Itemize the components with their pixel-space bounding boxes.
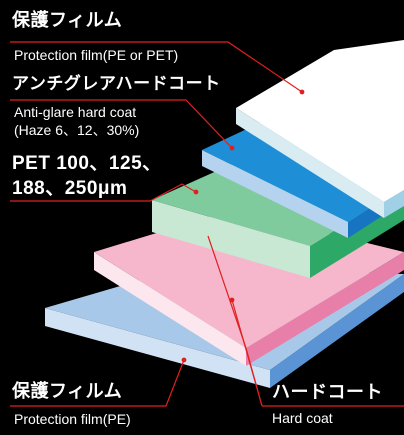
hard-coat-title-jp: ハードコート bbox=[272, 382, 383, 403]
pet-title-line1: PET 100、125、 bbox=[12, 153, 162, 174]
bottom-film-front-side bbox=[45, 308, 270, 388]
leader-top-film bbox=[10, 41, 303, 93]
pet-front-side bbox=[152, 200, 310, 278]
anti-glare-desc-line2: (Haze 6、12、30%) bbox=[14, 122, 140, 138]
leader-hard-coat-lower bbox=[231, 299, 263, 407]
leader-top-film-dot bbox=[299, 89, 305, 95]
leader-pet bbox=[10, 183, 197, 202]
leader-anti-glare-dot bbox=[229, 145, 235, 151]
top-film-front-side bbox=[236, 108, 384, 218]
top-film-title-jp: 保護フィルム bbox=[12, 10, 123, 31]
leader-bottom-film-dot bbox=[181, 357, 187, 363]
anti-glare-desc-line1: Anti-glare hard coat bbox=[14, 104, 137, 120]
top-film-top-face bbox=[236, 40, 404, 202]
leader-anti-glare bbox=[10, 99, 233, 149]
leader-hard-coat-dot bbox=[229, 297, 235, 303]
top-film-title-en: Protection film(PE or PET) bbox=[14, 47, 179, 63]
layer-top-protection-film bbox=[236, 40, 404, 218]
leader-lines bbox=[10, 41, 404, 407]
anti-glare-front-side bbox=[202, 150, 348, 238]
bottom-film-right-side bbox=[270, 274, 404, 388]
bottom-film-title-jp: 保護フィルム bbox=[12, 381, 123, 402]
anti-glare-title-jp: アンチグレアハードコート bbox=[12, 74, 221, 94]
hard-coat-title-en: Hard coat bbox=[272, 410, 333, 426]
hard-coat-right-side bbox=[246, 252, 404, 366]
pet-title-line2: 188、250μm bbox=[12, 178, 128, 199]
bottom-film-title-en: Protection film(PE) bbox=[14, 411, 131, 427]
top-film-right-side bbox=[384, 190, 404, 218]
leader-pet-dot bbox=[193, 189, 199, 195]
hard-coat-front-side bbox=[94, 252, 246, 366]
leader-bottom-film bbox=[10, 359, 185, 407]
